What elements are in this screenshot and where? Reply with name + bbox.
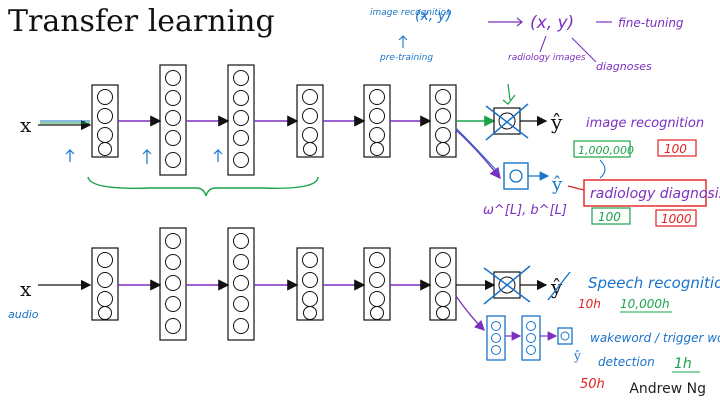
top-layer-2 [159, 64, 187, 176]
bottom-input-x: x [20, 277, 32, 301]
top-layer-1 [91, 84, 119, 158]
top-input-x: x [20, 113, 32, 137]
small-output-yhat: ŷ [573, 349, 581, 363]
bottom-layer-6 [429, 247, 457, 321]
thousand-label: 1000 [661, 212, 692, 226]
image-recognition-label: image recognition [586, 116, 704, 131]
radiology-images-label: radiology images [508, 53, 586, 63]
bottom-layer-5 [363, 247, 391, 321]
top-layer-3 [227, 64, 255, 176]
ten-h-label: 10h [578, 297, 601, 311]
frozen-layers-brace [87, 176, 319, 197]
one-h-label: 1h [674, 356, 692, 372]
pretrain-pair: (x, y) [415, 8, 451, 24]
bottom-annotations: Speech recognition 10h 10,000h wakeword … [578, 274, 720, 392]
detection-label: detection [598, 355, 655, 369]
top-layer-5 [363, 84, 391, 158]
weights-label: ω^[L], b^[L] [483, 203, 567, 218]
top-layer-4 [296, 84, 324, 158]
bottom-network: x audio [8, 227, 581, 363]
diagnoses-label: diagnoses [596, 60, 652, 73]
audio-note: audio [8, 308, 39, 321]
bottom-layer-3 [227, 227, 255, 341]
bottom-layer-2 [159, 227, 187, 341]
bottom-layer-1 [91, 247, 119, 321]
bottom-layer-4 [296, 247, 324, 321]
finetune-pair: (x, y) [530, 13, 574, 33]
top-annotations: image recognition (x, y) pre-training (x… [370, 8, 720, 227]
finetune-label: fine-tuning [618, 16, 684, 30]
slide-title: Transfer learning [8, 4, 275, 39]
wakeword-label: wakeword / trigger word [590, 331, 720, 345]
top-network: x [20, 64, 567, 218]
hundred-red-label: 100 [664, 142, 687, 156]
new-output-yhat: ŷ [551, 174, 563, 195]
new-head-layer-1 [486, 315, 506, 361]
top-output-yhat: ŷ [550, 110, 563, 134]
top-layer-6 [429, 84, 457, 158]
speech-recognition-label: Speech recognition [588, 274, 720, 292]
pretraining-label: pre-training [379, 53, 433, 63]
new-head-output [557, 327, 573, 345]
blue-tick-arrows [65, 149, 223, 164]
hundred-green-label: 100 [598, 210, 621, 224]
image-recog-note: image recognition [370, 8, 452, 18]
ten-thousand-h-label: 10,000h [620, 297, 670, 311]
top-output-node-crossed [485, 94, 529, 141]
fifty-h-label: 50h [580, 377, 605, 392]
new-head-layer-2 [521, 315, 541, 361]
new-output-node [503, 162, 529, 190]
million-label: 1,000,000 [578, 144, 634, 157]
radiology-diagnosis-label: radiology diagnosis [590, 186, 720, 202]
author-credit: Andrew Ng [629, 381, 706, 397]
